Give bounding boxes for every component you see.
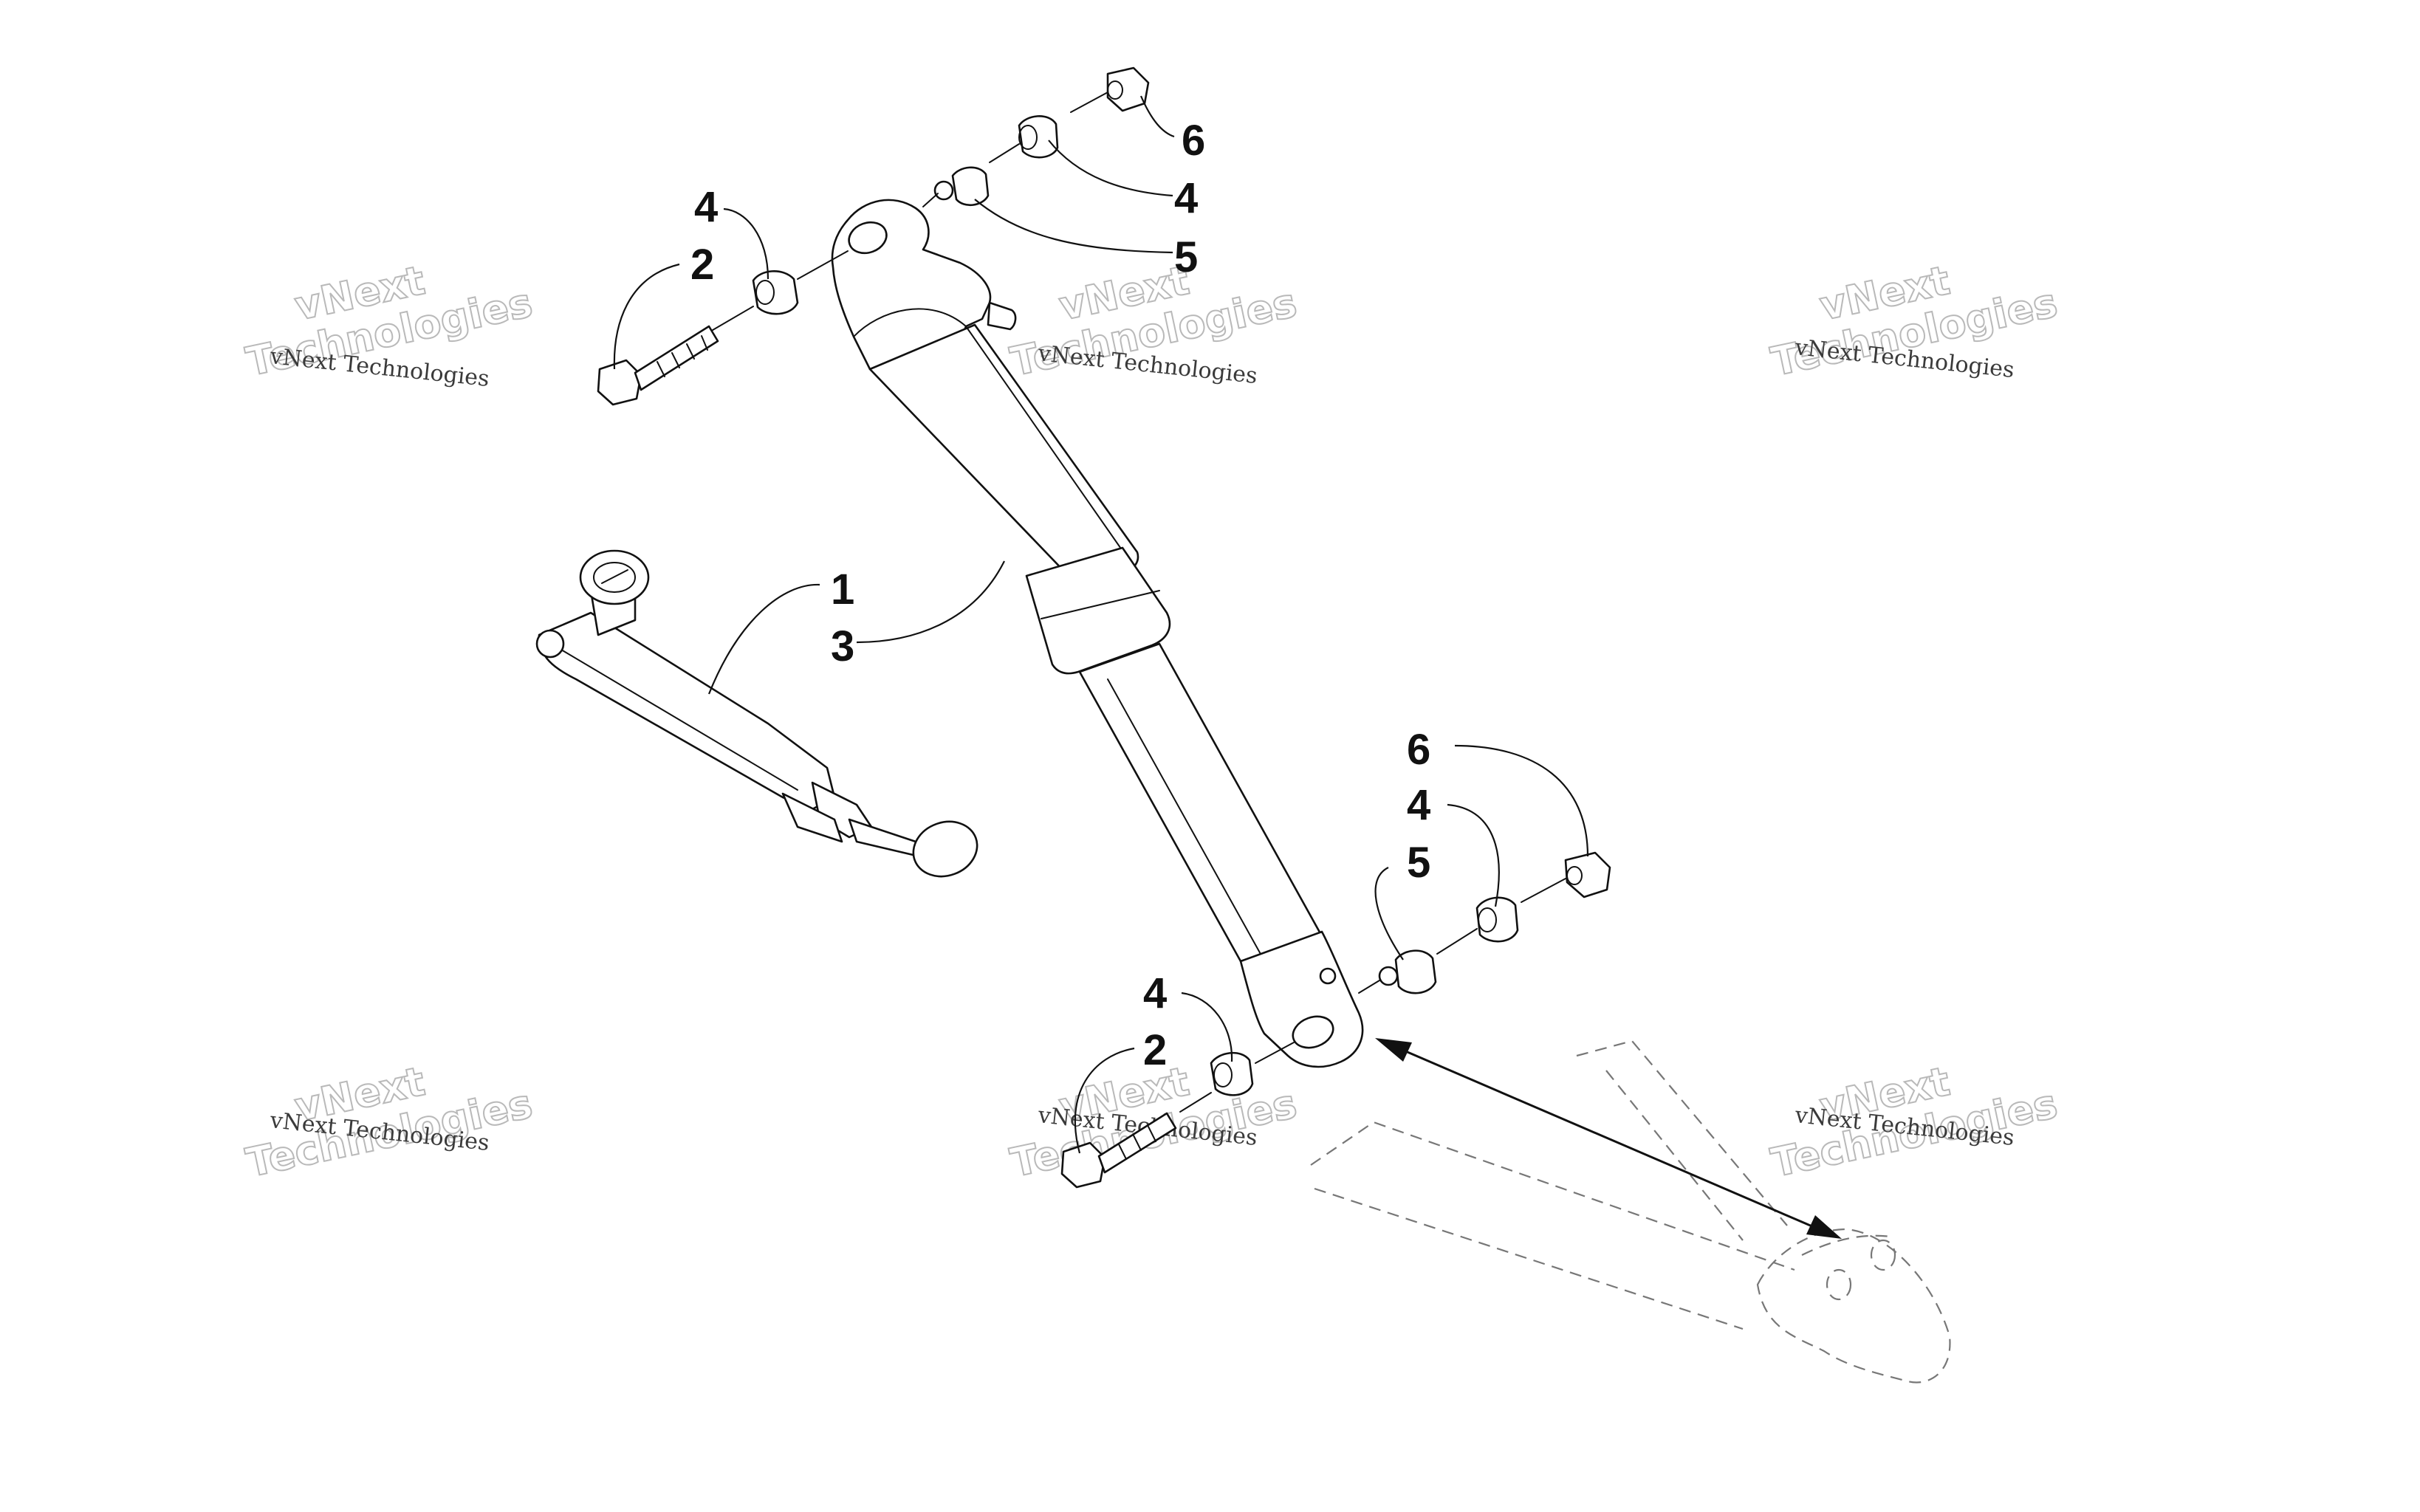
shock-lower-tube [1078, 642, 1323, 963]
nut-6-mid [1564, 851, 1611, 898]
top-hardware [597, 66, 1150, 406]
leader-4-top-left [723, 207, 769, 280]
shock-bottom-bore [1292, 1015, 1334, 1049]
callout-5-mid: 5 [1407, 839, 1430, 887]
callout-4-top-left: 4 [694, 183, 718, 231]
bushing-5-top-nipple [933, 180, 954, 201]
leader-4-top-right [1048, 140, 1173, 197]
leader-lines [613, 95, 1589, 1154]
pump-rod [848, 818, 921, 858]
leader-4-bottom [1181, 992, 1233, 1062]
spacer-4-top-right [1018, 115, 1059, 159]
bolt-2-top-shank [634, 325, 719, 391]
leader-5-top [974, 199, 1173, 254]
leader-3 [856, 560, 1005, 644]
spacer-4-top-left [752, 270, 799, 315]
leader-1 [707, 583, 820, 695]
leader-6-top [1139, 95, 1175, 138]
callout-1: 1 [831, 566, 854, 614]
callout-2-top: 2 [690, 241, 714, 289]
air-pump [535, 549, 978, 878]
leader-2-bottom [1074, 1047, 1135, 1154]
leader-4-mid [1447, 803, 1500, 907]
callout-5-top: 5 [1174, 233, 1198, 281]
pump-valve [781, 792, 843, 843]
callouts: 6 4 5 4 2 1 3 6 4 5 4 2 [690, 117, 1430, 1074]
callout-6-top: 6 [1182, 117, 1205, 165]
leader-2-top [613, 263, 680, 370]
shock-absorber [831, 199, 1364, 1068]
bolt-2-top-head [597, 359, 642, 406]
mounting-arrow [1375, 1038, 1842, 1239]
pump-handle [912, 820, 978, 878]
bushing-5-mid [1394, 949, 1437, 994]
callout-3: 3 [831, 622, 854, 670]
pump-chuck [535, 629, 565, 659]
callout-4-bottom: 4 [1143, 969, 1167, 1017]
bolt-2-bottom-head [1060, 1141, 1106, 1189]
spacer-4-mid-right [1475, 896, 1519, 943]
leader-6-mid [1454, 744, 1589, 857]
shock-top-bore [848, 221, 888, 255]
leader-5-mid [1374, 867, 1404, 961]
nut-6-top [1106, 66, 1150, 112]
callout-4-top-right: 4 [1174, 174, 1198, 222]
shock-valve [987, 301, 1017, 331]
callout-6-mid: 6 [1407, 726, 1430, 774]
pump-barrel [538, 611, 836, 811]
bushing-5-top [951, 166, 990, 206]
a-arm-phantom [1310, 1040, 1951, 1384]
callout-4-mid-right: 4 [1407, 781, 1430, 829]
callout-2-bottom: 2 [1143, 1026, 1167, 1074]
bottom-hardware [1060, 851, 1611, 1189]
bushing-5-mid-nipple [1378, 966, 1399, 986]
shock-collar [1025, 546, 1171, 675]
shock-bottom-fitting [1319, 967, 1337, 985]
